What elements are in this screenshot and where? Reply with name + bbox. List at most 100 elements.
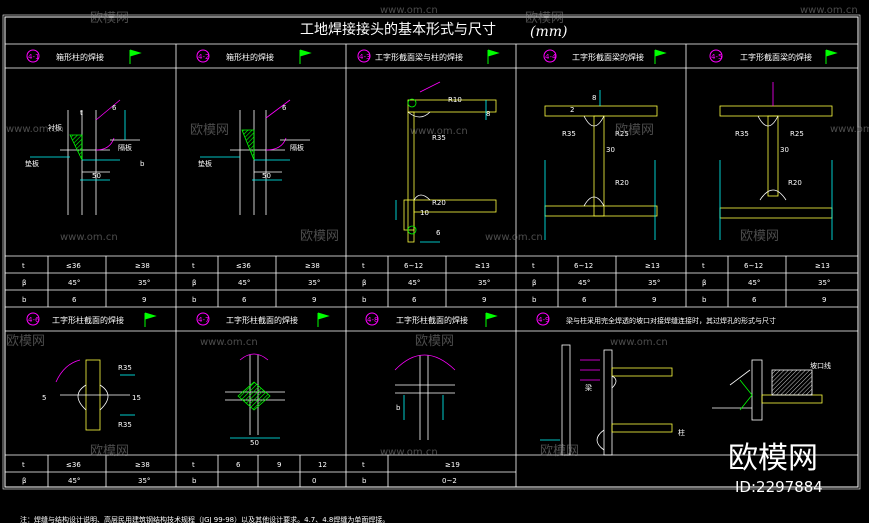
row-symbol: b xyxy=(362,477,367,485)
watermark: 欧模网 xyxy=(90,11,129,26)
row-symbol: β xyxy=(22,477,26,485)
cell: 6 xyxy=(412,296,417,304)
panel-label: 箱形柱的焊接 xyxy=(226,52,274,62)
cell: 9 xyxy=(277,461,281,469)
row-symbol: b xyxy=(192,296,197,304)
cell: ≥38 xyxy=(305,262,320,270)
weld-flag-icon xyxy=(317,312,330,327)
drawing-4-7 xyxy=(225,353,285,439)
watermark: 欧模网 xyxy=(300,229,339,244)
dim-r25-2: R25 xyxy=(790,130,804,138)
cell: 6 xyxy=(582,296,587,304)
label-liang: 梁 xyxy=(585,383,592,392)
panel-num: 4-4 xyxy=(545,53,557,61)
dim-r35: R35 xyxy=(432,134,446,142)
cell: 9 xyxy=(312,296,316,304)
watermark: www.om.cn xyxy=(60,232,118,243)
cell: 45° xyxy=(68,477,80,485)
panel-header-4-1: 4-1 箱形柱的焊接 xyxy=(26,49,142,64)
cell: 9 xyxy=(142,296,146,304)
dim-50: 50 xyxy=(92,172,101,180)
row-symbol: β xyxy=(532,279,536,287)
cell: 35° xyxy=(478,279,490,287)
drawing-4-8 xyxy=(394,354,456,440)
dim-r35-3: R35 xyxy=(735,130,749,138)
cell: 12 xyxy=(318,461,327,469)
cell: 45° xyxy=(408,279,420,287)
table-row: β 45° 35° β 45° 35° β 45° 35° β 45° 35° … xyxy=(22,279,830,287)
row-symbol: β xyxy=(362,279,366,287)
panel-label: 箱形柱的焊接 xyxy=(56,52,104,62)
panel-label: 工字形截面梁的焊接 xyxy=(740,52,812,62)
drawing-4-6 xyxy=(55,359,135,431)
outer-frame xyxy=(4,16,859,488)
cell: 6~12 xyxy=(744,262,763,270)
dim-r35-4: R35 xyxy=(118,364,132,372)
panel-num: 4-1 xyxy=(28,53,39,61)
cell: ≥19 xyxy=(445,461,460,469)
weld-flag-icon xyxy=(129,49,142,64)
dim-8: 8 xyxy=(486,110,490,118)
cell: 35° xyxy=(648,279,660,287)
row-symbol: b xyxy=(702,296,707,304)
table-row: b 6 9 b 6 9 b 6 9 b 6 9 b 6 9 xyxy=(22,296,826,304)
row-symbol: β xyxy=(22,279,26,287)
table-row: β 45° 35° b b 0 0~2 xyxy=(22,477,457,485)
outer-frame-inner xyxy=(2,14,861,490)
footer-note: 注：焊缝与结构设计说明、高层民用建筑钢结构技术规程（JGJ 99-98）以及其他… xyxy=(20,515,389,523)
row-symbol: β xyxy=(192,279,196,287)
brand-name: 欧模网 xyxy=(728,441,818,476)
drawing-4-9 xyxy=(540,344,823,456)
cell: 6~12 xyxy=(404,262,423,270)
cell: ≥13 xyxy=(815,262,830,270)
row-symbol: t xyxy=(702,262,705,270)
cell: 45° xyxy=(238,279,250,287)
dim-6: 6 xyxy=(112,104,117,112)
watermark: www.om.cn xyxy=(6,124,64,135)
dim-30: 30 xyxy=(606,146,615,154)
drawing-4-3 xyxy=(395,81,497,243)
cell: 6 xyxy=(72,296,77,304)
drawing-4-4 xyxy=(544,90,658,240)
grid-lines xyxy=(5,43,858,487)
watermark: 欧模网 xyxy=(540,444,579,459)
row-symbol: t xyxy=(22,461,25,469)
row-symbol: t xyxy=(362,262,365,270)
label-kuixian: 坡口线 xyxy=(810,361,831,370)
cell: 35° xyxy=(138,279,150,287)
panel-header-4-5: 4-5 工字形截面梁的焊接 xyxy=(709,49,838,64)
cell: 35° xyxy=(308,279,320,287)
label-gebaan: 隔板 xyxy=(118,143,132,152)
panel-label: 工字形截面梁的焊接 xyxy=(572,52,644,62)
dim-r10: R10 xyxy=(448,96,462,104)
watermark: www.om.cn xyxy=(800,5,858,16)
panel-header-4-2: 4-2 箱形柱的焊接 xyxy=(196,49,312,64)
cell: ≤36 xyxy=(66,262,81,270)
label-gebaan-2: 隔板 xyxy=(290,143,304,152)
cell: ≥13 xyxy=(645,262,660,270)
dim-6-2: 6 xyxy=(282,104,287,112)
table-row: t ≤36 ≥38 t ≤36 ≥38 t 6~12 ≥13 t 6~12 ≥1… xyxy=(22,262,830,270)
panel-num: 4-2 xyxy=(198,53,209,61)
cell: ≥38 xyxy=(135,262,150,270)
dim-r35-5: R35 xyxy=(118,421,132,429)
dim-5: 5 xyxy=(42,394,46,402)
row-symbol: b xyxy=(362,296,367,304)
table-row: t ≤36 ≥38 t 6 9 12 t ≥19 xyxy=(22,461,460,469)
watermark: 欧模网 xyxy=(740,229,779,244)
panel-num: 4-9 xyxy=(538,316,549,324)
watermark: www.om.cn xyxy=(485,232,543,243)
cell: 0 xyxy=(312,477,316,485)
panel-header-4-6: 4-6 工字形柱截面的焊接 xyxy=(26,312,157,327)
cell: 6 xyxy=(236,461,241,469)
cell: ≤36 xyxy=(66,461,81,469)
watermark: 欧模网 xyxy=(6,334,45,349)
watermark: www.om.cn xyxy=(380,5,438,16)
label-dianban-2: 垫板 xyxy=(198,159,212,168)
cell: 9 xyxy=(652,296,656,304)
dim-2: 2 xyxy=(570,106,574,114)
cell: 35° xyxy=(818,279,830,287)
row-symbol: t xyxy=(532,262,535,270)
cell: 6 xyxy=(242,296,247,304)
